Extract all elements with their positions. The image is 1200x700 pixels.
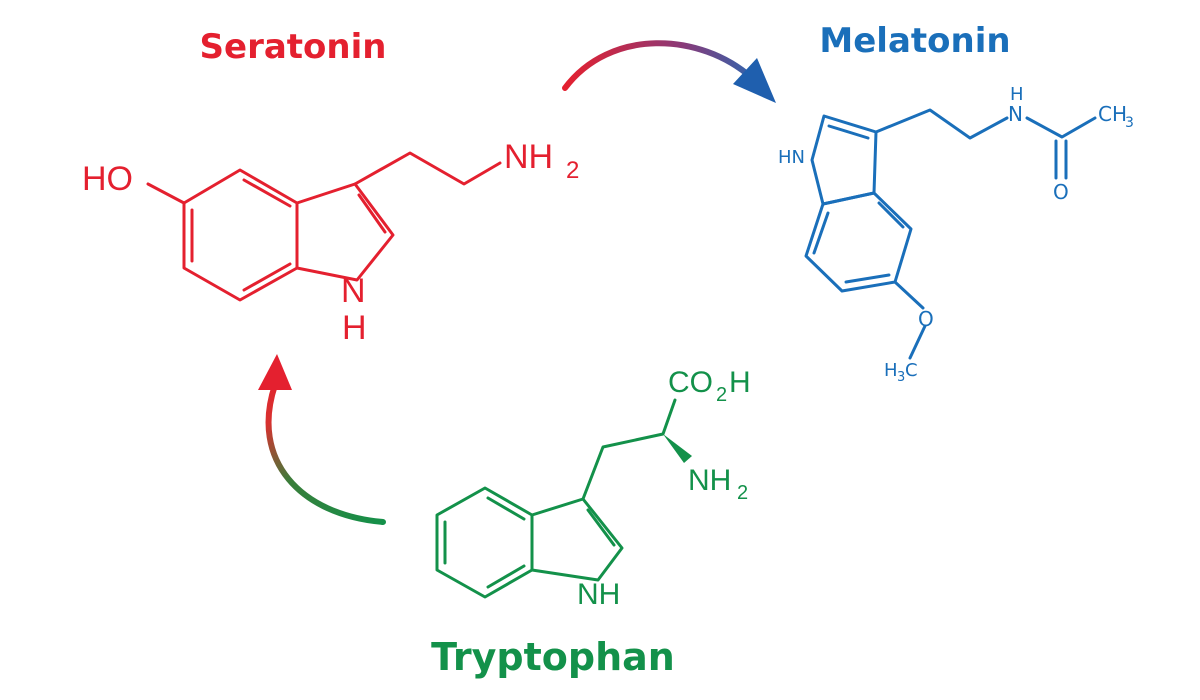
serotonin-ho-label: HO bbox=[82, 160, 133, 198]
tryptophan-co-h: H bbox=[729, 366, 751, 399]
melatonin-amide-n: N bbox=[1008, 102, 1023, 126]
melatonin-h3c-h: H bbox=[884, 360, 898, 381]
tryptophan-nh-label: NH bbox=[688, 464, 731, 497]
arrowhead-icon bbox=[733, 58, 776, 103]
serotonin-molecule: Seratonin HO NH 2 N H bbox=[82, 27, 579, 347]
arrow-serotonin-to-melatonin bbox=[562, 40, 776, 103]
melatonin-hn-label: HN bbox=[778, 147, 805, 168]
serotonin-nh-subscript: 2 bbox=[566, 157, 579, 184]
melatonin-ch-label: CH bbox=[1098, 102, 1127, 126]
serotonin-ring-h: H bbox=[342, 309, 367, 347]
tryptophan-title: Tryptophan bbox=[431, 635, 675, 679]
tryptophan-co-label: CO bbox=[668, 366, 713, 399]
melatonin-ether-o: O bbox=[918, 307, 934, 331]
melatonin-title: Melatonin bbox=[819, 21, 1010, 61]
melatonin-ch-subscript: 3 bbox=[1125, 115, 1134, 131]
tryptophan-co-subscript: 2 bbox=[716, 384, 727, 406]
serotonin-ring-n: N bbox=[341, 272, 366, 310]
melatonin-amide-h: H bbox=[1010, 84, 1024, 105]
wedge-bond bbox=[663, 434, 692, 463]
tryptophan-molecule: Tryptophan CO 2 H NH 2 NH bbox=[431, 366, 751, 679]
arrow-tryptophan-to-serotonin bbox=[258, 354, 386, 525]
tryptophan-nh-subscript: 2 bbox=[737, 482, 748, 504]
arrowhead-icon bbox=[258, 354, 292, 390]
melatonin-h3c-c: C bbox=[905, 360, 918, 381]
serotonin-title: Seratonin bbox=[200, 27, 387, 67]
tryptophan-ring-nh: NH bbox=[577, 578, 620, 611]
melatonin-molecule: Melatonin HN H N CH 3 O O H 3 C bbox=[778, 21, 1134, 385]
serotonin-nh-label: NH bbox=[504, 138, 553, 176]
melatonin-carbonyl-o: O bbox=[1053, 180, 1069, 204]
melatonin-h3c-subscript: 3 bbox=[897, 370, 905, 385]
